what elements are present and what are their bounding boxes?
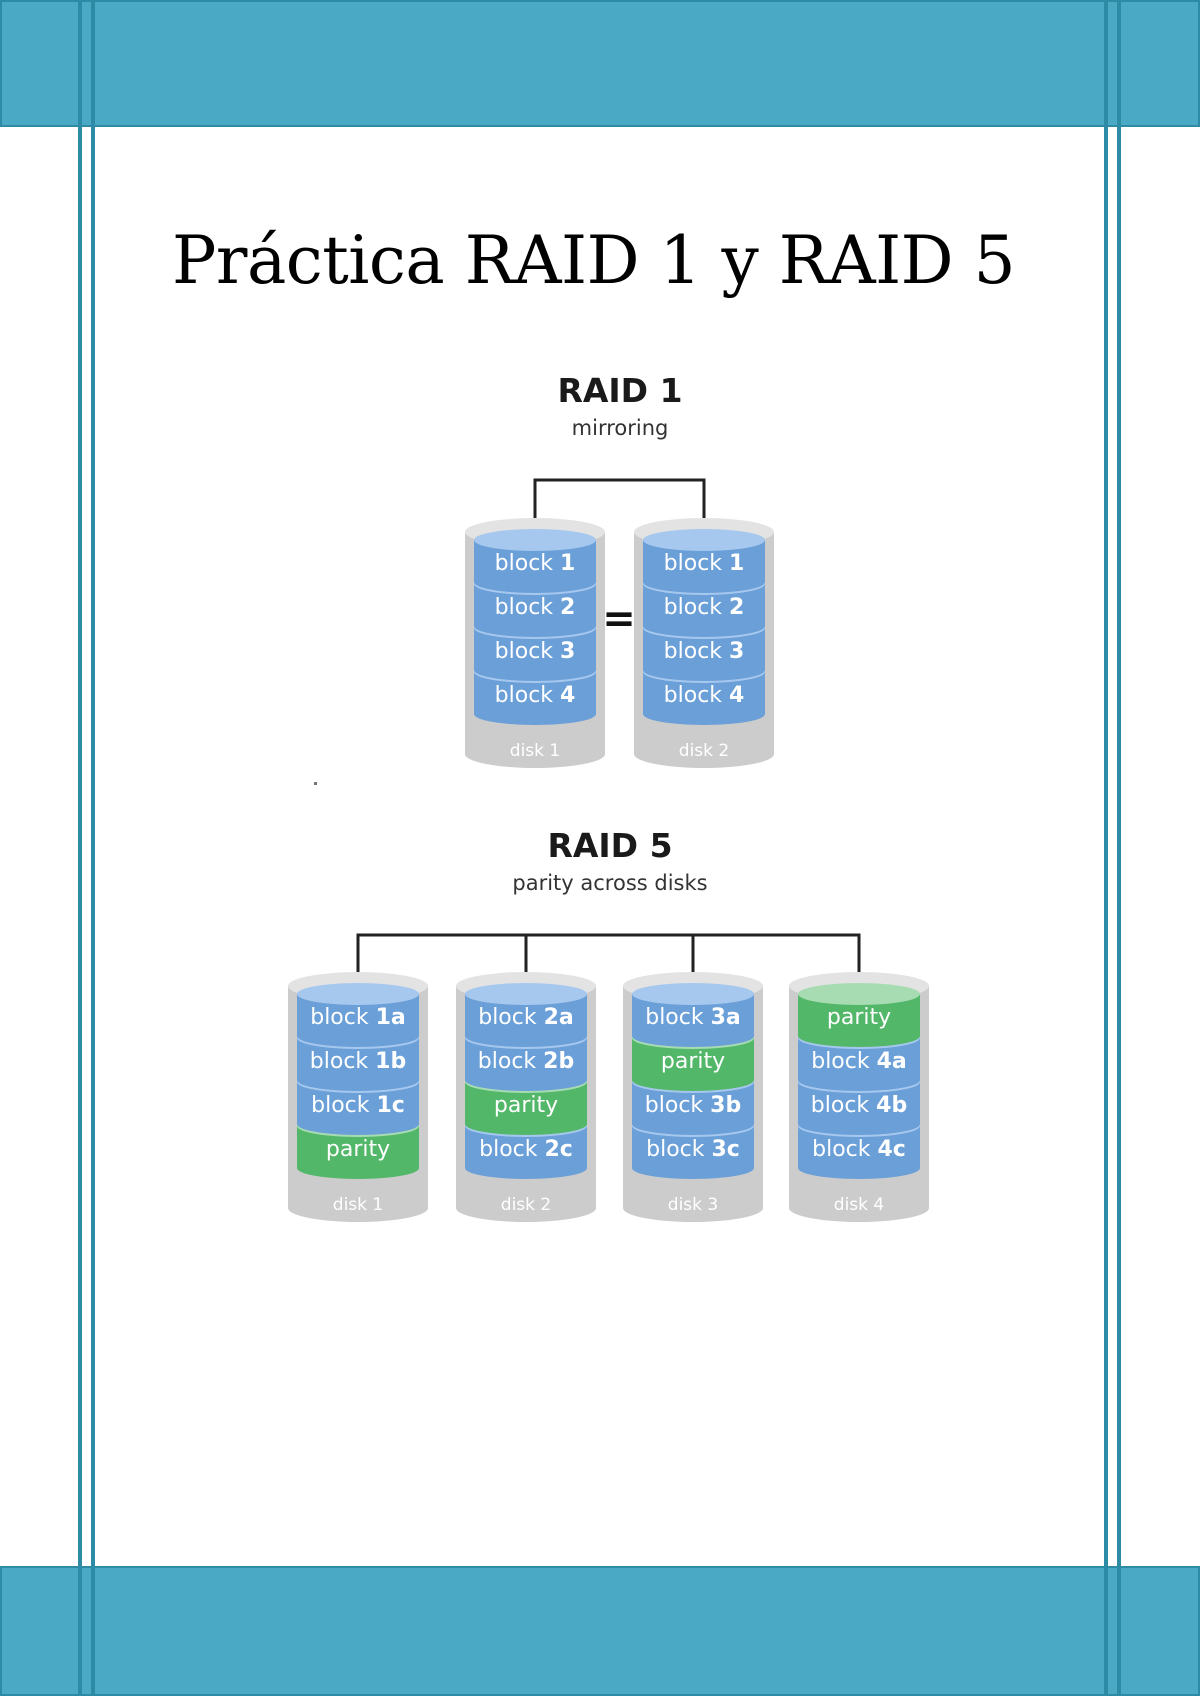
raid5-disk-1-segment-label: block 1c <box>311 1093 405 1118</box>
frame-line-right-outer <box>1117 0 1121 1696</box>
raid5-disk-4-segment-body <box>798 1082 920 1135</box>
raid1-disk-1-segment-body <box>474 628 596 681</box>
raid5-disk-3-segment-label: block 3c <box>646 1137 740 1162</box>
raid5-connector <box>356 933 861 982</box>
raid1-disk-2-segment-body <box>643 584 765 637</box>
raid1-disk-1-segment-top <box>474 529 596 551</box>
raid5-disk-1-segment-top <box>297 983 419 1005</box>
frame-line-right-inner <box>1104 0 1108 1696</box>
raid1-disk-1-segment-body <box>474 584 596 637</box>
raid1-disk-2-segment-label: block 1 <box>664 551 745 576</box>
raid1-disk-2-segment-label: block 2 <box>664 595 745 620</box>
footer-band <box>0 1566 1200 1696</box>
raid5-disk-3-segment-body <box>632 1126 754 1179</box>
raid5-disk-1-segment-label: block 1a <box>310 1005 406 1030</box>
raid5-disk-2-segment-body <box>465 1126 587 1179</box>
raid5-disk-3-segment-body <box>632 994 754 1047</box>
cover-page <box>95 127 1104 1564</box>
raid1-disk-2-segment-label: block 3 <box>664 639 745 664</box>
raid5-disk-2-segment-body <box>465 994 587 1047</box>
raid5-disk-4-label: disk 4 <box>834 1195 884 1215</box>
raid5-disk-2: block 2c parity block 2b block 2a disk 2 <box>456 972 596 1222</box>
raid1-disk-2-segment-body <box>643 540 765 593</box>
raid5-disk-4-segment-body <box>798 994 920 1047</box>
raid1-disk-2-segment-top <box>643 529 765 551</box>
frame-line-left-outer <box>78 0 82 1696</box>
raid5-disk-4-segment-body <box>798 1126 920 1179</box>
raid1-heading: RAID 1 <box>557 371 683 410</box>
raid5-disk-1-segment-label: parity <box>326 1137 390 1162</box>
raid1-disk-2-segment-label: block 4 <box>664 683 745 708</box>
raid1-disk-1-segment-label: block 2 <box>495 595 576 620</box>
document-title: Práctica RAID 1 y RAID 5 <box>172 222 1016 299</box>
raid5-disk-2-segment-label: block 2c <box>479 1137 573 1162</box>
raid5-disk-3-segment-label: parity <box>661 1049 725 1074</box>
raid1-disk-2-segment-body <box>643 628 765 681</box>
raid1-disk-2-segment: block 1 <box>643 529 765 593</box>
raid1-disk-1-segment: block 1 <box>474 529 596 593</box>
raid1-disk-1-segment-body <box>474 672 596 725</box>
raid1-disk-1-segment-body <box>474 540 596 593</box>
raid1-disk-2-label: disk 2 <box>679 741 729 761</box>
raid5-disk-4-segment: parity <box>798 983 920 1047</box>
raid1-subtitle: mirroring <box>571 416 669 440</box>
raid5-disk-1-segment: block 1a <box>297 983 419 1047</box>
raid5-disk-2-segment-top <box>465 983 587 1005</box>
raid1-disk-2: block 4 block 3 block 2 block 1 disk 2 <box>634 518 774 768</box>
raid5-disk-3-segment-label: block 3b <box>645 1093 741 1118</box>
raid5-disk-3-segment-body <box>632 1082 754 1135</box>
raid5-heading: RAID 5 <box>547 826 673 865</box>
raid5-disk-2-label: disk 2 <box>501 1195 551 1215</box>
raid5-disk-4-segment-label: block 4b <box>811 1093 907 1118</box>
raid5-disk-1: parity block 1c block 1b block 1a disk 1 <box>288 972 428 1222</box>
raid1-disk-1-label: disk 1 <box>510 741 560 761</box>
stray-dot <box>314 782 317 785</box>
raid5-disk-1-segment-body <box>297 1038 419 1091</box>
raid1-disk-1: block 4 block 3 block 2 block 1 disk 1 <box>465 518 605 768</box>
raid5-disk-1-segment-label: block 1b <box>310 1049 406 1074</box>
raid5-disk-2-segment-body <box>465 1038 587 1091</box>
frame-line-left-inner <box>91 0 95 1696</box>
raid1-disk-1-segment-label: block 4 <box>495 683 576 708</box>
raid5-disk-1-segment-body <box>297 1126 419 1179</box>
raid5-disk-3: block 3c block 3b parity block 3a disk 3 <box>623 972 763 1222</box>
raid5-disk-4-segment-top <box>798 983 920 1005</box>
raid1-disk-2-segment-body <box>643 672 765 725</box>
raid1-disk-1-segment-label: block 3 <box>495 639 576 664</box>
raid5-disk-4: block 4c block 4b block 4a parity disk 4 <box>789 972 929 1222</box>
raid5-disk-4-segment-label: parity <box>827 1005 891 1030</box>
raid5-disk-3-segment-top <box>632 983 754 1005</box>
raid1-equals-sign: = <box>602 596 636 642</box>
raid5-subtitle: parity across disks <box>512 871 708 895</box>
raid5-disk-2-segment: block 2a <box>465 983 587 1047</box>
raid5-disk-4-segment-body <box>798 1038 920 1091</box>
raid5-disk-1-segment-body <box>297 994 419 1047</box>
raid5-disk-1-label: disk 1 <box>333 1195 383 1215</box>
raid5-disk-3-segment-body <box>632 1038 754 1091</box>
raid5-disk-2-segment-label: block 2b <box>478 1049 574 1074</box>
raid5-disk-2-segment-body <box>465 1082 587 1135</box>
raid1-disk-1-segment-label: block 1 <box>495 551 576 576</box>
raid5-disk-4-segment-label: block 4c <box>812 1137 906 1162</box>
raid5-disk-2-segment-label: block 2a <box>478 1005 574 1030</box>
raid5-disk-2-segment-label: parity <box>494 1093 558 1118</box>
raid5-disk-3-segment-label: block 3a <box>645 1005 741 1030</box>
raid5-disk-3-segment: block 3a <box>632 983 754 1047</box>
raid5-disk-1-segment-body <box>297 1082 419 1135</box>
raid5-disk-3-label: disk 3 <box>668 1195 718 1215</box>
raid1-connector <box>533 478 706 528</box>
raid5-disk-4-segment-label: block 4a <box>811 1049 907 1074</box>
header-band <box>0 0 1200 127</box>
